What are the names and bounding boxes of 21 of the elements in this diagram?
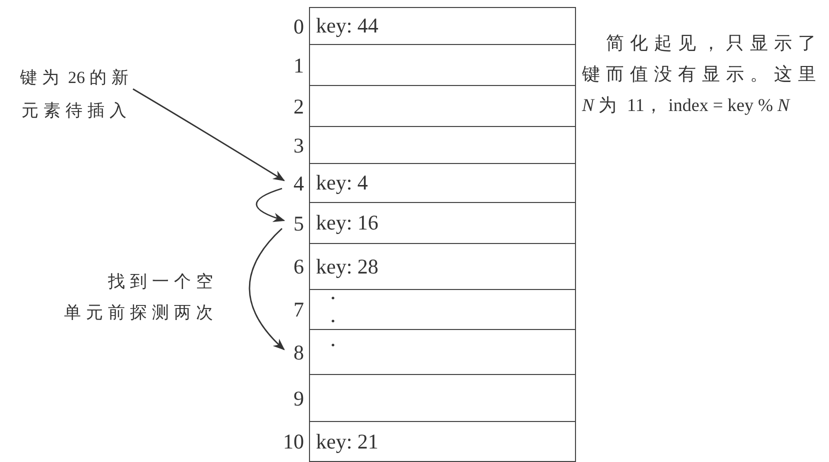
index-number: 10 (283, 430, 304, 454)
index-number: 5 (294, 211, 304, 236)
arrow (132, 88, 286, 182)
index-number: 6 (294, 254, 304, 280)
index-number: 4 (294, 171, 304, 196)
arrow (248, 228, 285, 350)
index-number: 0 (294, 14, 304, 39)
key-text: key: 44 (316, 14, 378, 38)
note-text: 简化起见，只显示了键而值没有显示。这里 N 为 11，index = key % N (582, 32, 823, 117)
annotation-text: 键为 26 的新元素待插入 (9, 61, 144, 127)
index-number: 1 (294, 53, 304, 78)
index-number: 3 (294, 133, 304, 158)
index-number: 7 (294, 298, 304, 322)
key-text: key: 16 (316, 210, 378, 236)
key-text: key: 28 (316, 254, 378, 279)
index-number: 2 (294, 94, 304, 119)
index-number: 9 (294, 386, 304, 411)
index-number: 8 (294, 340, 304, 365)
key-text: key: 4 (316, 170, 368, 196)
arrow (256, 188, 286, 222)
key-text: key: 21 (316, 429, 378, 454)
